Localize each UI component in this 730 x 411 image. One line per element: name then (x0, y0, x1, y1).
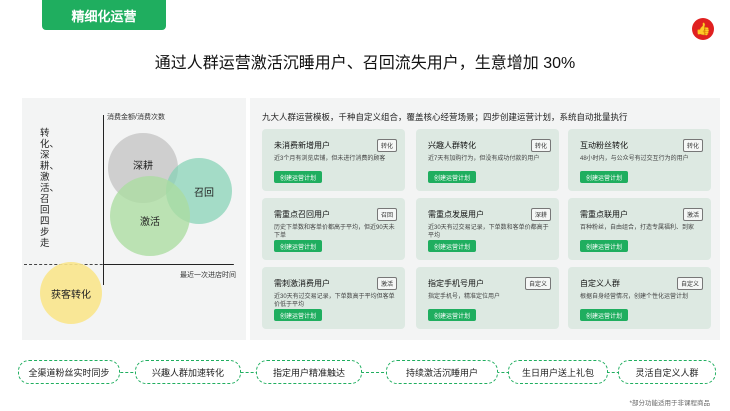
headline: 通过人群运营激活沉睡用户、召回流失用户，生意增加 30% (154, 55, 576, 72)
y-axis-label: 消费金额/消费次数 (107, 114, 165, 121)
flow-step: 灵活自定义人群 (618, 360, 716, 384)
vertical-steps-text: 转化、深耕、激活、召回四步走 (40, 128, 60, 249)
card-title: 兴趣人群转化 (428, 141, 476, 150)
card-desc: 百种粉丝，自由组合，打造专属福利、到家 (580, 225, 695, 231)
card-badge: 激活 (682, 208, 703, 221)
circle-label: 激活 (140, 216, 160, 228)
card-title: 互动粉丝转化 (580, 141, 628, 150)
circle-jihuo: 激活 (110, 176, 190, 256)
templates-title: 九大人群运营模板，千种自定义组合，覆盖核心经营场景；四步创建运营计划，系统自动批… (262, 112, 628, 122)
card-desc: 近7天有加购行为，但没有成功付款的用户 (428, 156, 540, 162)
flow-step: 生日用户送上礼包 (508, 360, 608, 384)
template-card: 需刺激消费用户 激活 近30天有过交易记录，下单数高于平均但客单价低于平均 创建… (262, 267, 405, 329)
x-axis-label: 最近一次进店时间 (180, 272, 236, 279)
create-plan-button[interactable]: 创建运营计划 (428, 309, 477, 321)
circle-label: 召回 (194, 187, 214, 199)
card-title: 自定义人群 (580, 279, 620, 288)
card-badge: 转化 (376, 139, 397, 152)
template-card: 互动粉丝转化 转化 48小时内，与公众号有过交互行为的用户 创建运营计划 (568, 129, 711, 191)
template-card: 需重点召回用户 召回 历史下单数和客单价都高于平均，但近90天未下单 创建运营计… (262, 198, 405, 260)
y-axis-line (103, 115, 104, 285)
card-desc: 近30天有过交易记录，下单数和客单价都高于平均 (428, 225, 549, 239)
card-badge: 转化 (682, 139, 703, 152)
circle-huoke: 获客转化 (40, 262, 102, 324)
x-axis-line (103, 264, 233, 265)
card-badge: 激活 (376, 277, 397, 290)
circle-label: 深耕 (133, 160, 153, 172)
card-desc: 48小时内，与公众号有过交互行为的用户 (580, 156, 689, 162)
card-desc: 历史下单数和客单价都高于平均，但近90天未下单 (274, 225, 395, 239)
card-title: 需重点发展用户 (428, 210, 484, 219)
card-badge: 自定义 (676, 277, 703, 290)
template-card: 指定手机号用户 自定义 指定手机号，精准定位用户 创建运营计划 (416, 267, 559, 329)
template-card: 自定义人群 自定义 根据自身经营情况，创建个性化运营计划 创建运营计划 (568, 267, 711, 329)
create-plan-button[interactable]: 创建运营计划 (274, 171, 323, 183)
card-badge: 自定义 (524, 277, 551, 290)
flow-step: 指定用户精准触达 (256, 360, 362, 384)
card-badge: 召回 (376, 208, 397, 221)
card-desc: 近3个月有浏览店铺，但未进行消费的顾客 (274, 156, 386, 162)
create-plan-button[interactable]: 创建运营计划 (274, 240, 323, 252)
template-card: 需重点联用户 激活 百种粉丝，自由组合，打造专属福利、到家 创建运营计划 (568, 198, 711, 260)
card-desc: 指定手机号，精准定位用户 (428, 294, 501, 300)
card-badge: 转化 (530, 139, 551, 152)
flow-step: 全渠道粉丝实时同步 (18, 360, 120, 384)
thumbs-up-icon: 👍 (692, 18, 714, 40)
template-card: 未消费新增用户 转化 近3个月有浏览店铺，但未进行消费的顾客 创建运营计划 (262, 129, 405, 191)
flow-step: 兴趣人群加速转化 (135, 360, 241, 384)
create-plan-button[interactable]: 创建运营计划 (580, 240, 629, 252)
card-title: 需刺激消费用户 (274, 279, 330, 288)
create-plan-button[interactable]: 创建运营计划 (428, 240, 477, 252)
card-title: 指定手机号用户 (428, 279, 484, 288)
card-title: 未消费新增用户 (274, 141, 330, 150)
create-plan-button[interactable]: 创建运营计划 (274, 309, 323, 321)
template-card: 需重点发展用户 深耕 近30天有过交易记录，下单数和客单价都高于平均 创建运营计… (416, 198, 559, 260)
flow-connector (40, 372, 700, 373)
card-title: 需重点联用户 (580, 210, 628, 219)
card-title: 需重点召回用户 (274, 210, 330, 219)
circle-label: 获客转化 (51, 289, 91, 301)
create-plan-button[interactable]: 创建运营计划 (580, 309, 629, 321)
create-plan-button[interactable]: 创建运营计划 (580, 171, 629, 183)
create-plan-button[interactable]: 创建运营计划 (428, 171, 477, 183)
footnote: *部分功能适用于非课程商品 (629, 400, 710, 407)
section-tag: 精细化运营 (42, 0, 166, 30)
card-badge: 深耕 (530, 208, 551, 221)
flow-step: 持续激活沉睡用户 (386, 360, 498, 384)
template-card: 兴趣人群转化 转化 近7天有加购行为，但没有成功付款的用户 创建运营计划 (416, 129, 559, 191)
card-desc: 近30天有过交易记录，下单数高于平均但客单价低于平均 (274, 294, 395, 308)
card-desc: 根据自身经营情况，创建个性化运营计划 (580, 294, 689, 300)
